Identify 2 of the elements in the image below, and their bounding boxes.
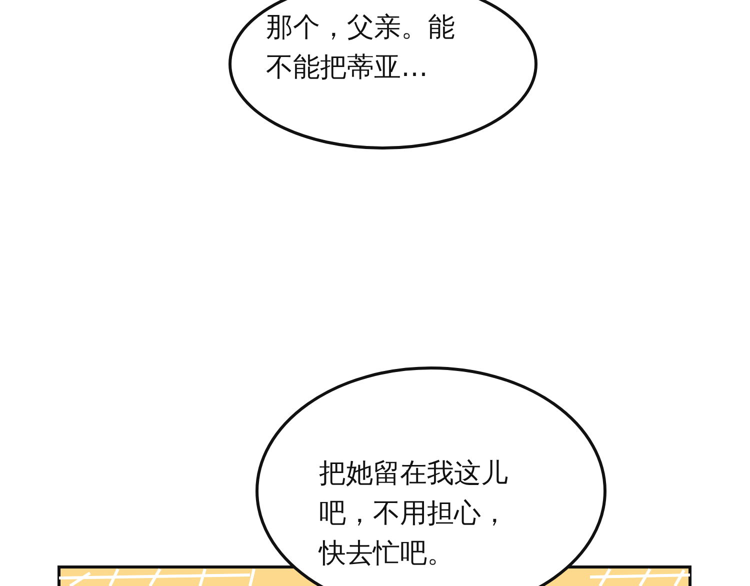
dialogue-text: 把她留在我这儿吧，不用担心，快去忙吧。 bbox=[319, 457, 509, 571]
dialogue-text: 那个，父亲。能不能把蒂亚… bbox=[266, 11, 456, 85]
